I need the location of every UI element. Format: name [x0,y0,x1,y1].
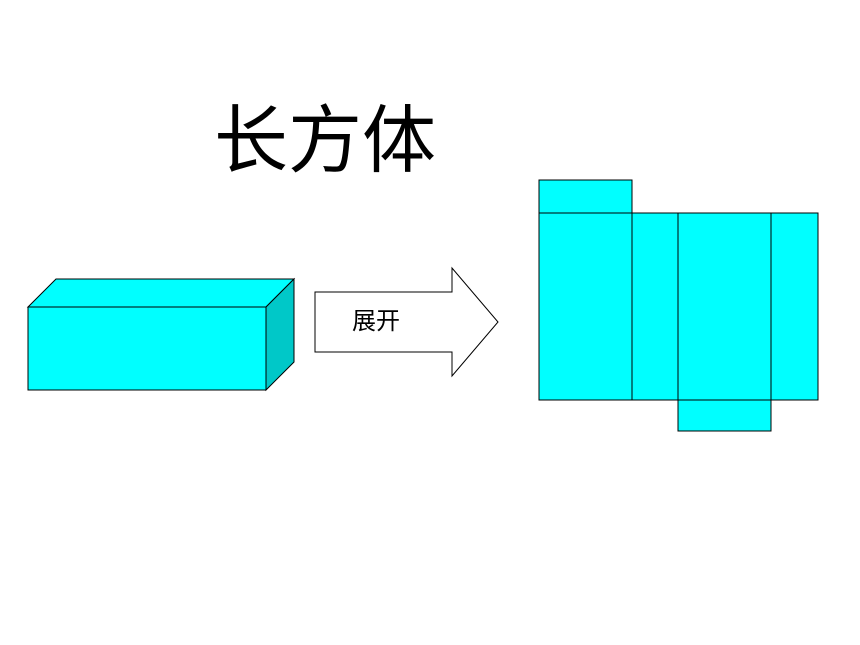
cuboid-top-face [26,278,296,308]
net-face-1 [538,212,633,401]
net-top-flap [538,179,633,214]
title: 长方体 [214,98,436,184]
cuboid-front-face [27,306,267,391]
net-bottom-flap [677,399,772,432]
cuboid-net [538,179,819,432]
net-face-2 [631,212,679,401]
arrow-label: 展开 [352,307,400,335]
cuboid [26,277,296,392]
net-face-3 [677,212,772,401]
net-face-4 [770,212,819,401]
unfold-arrow [314,266,499,378]
